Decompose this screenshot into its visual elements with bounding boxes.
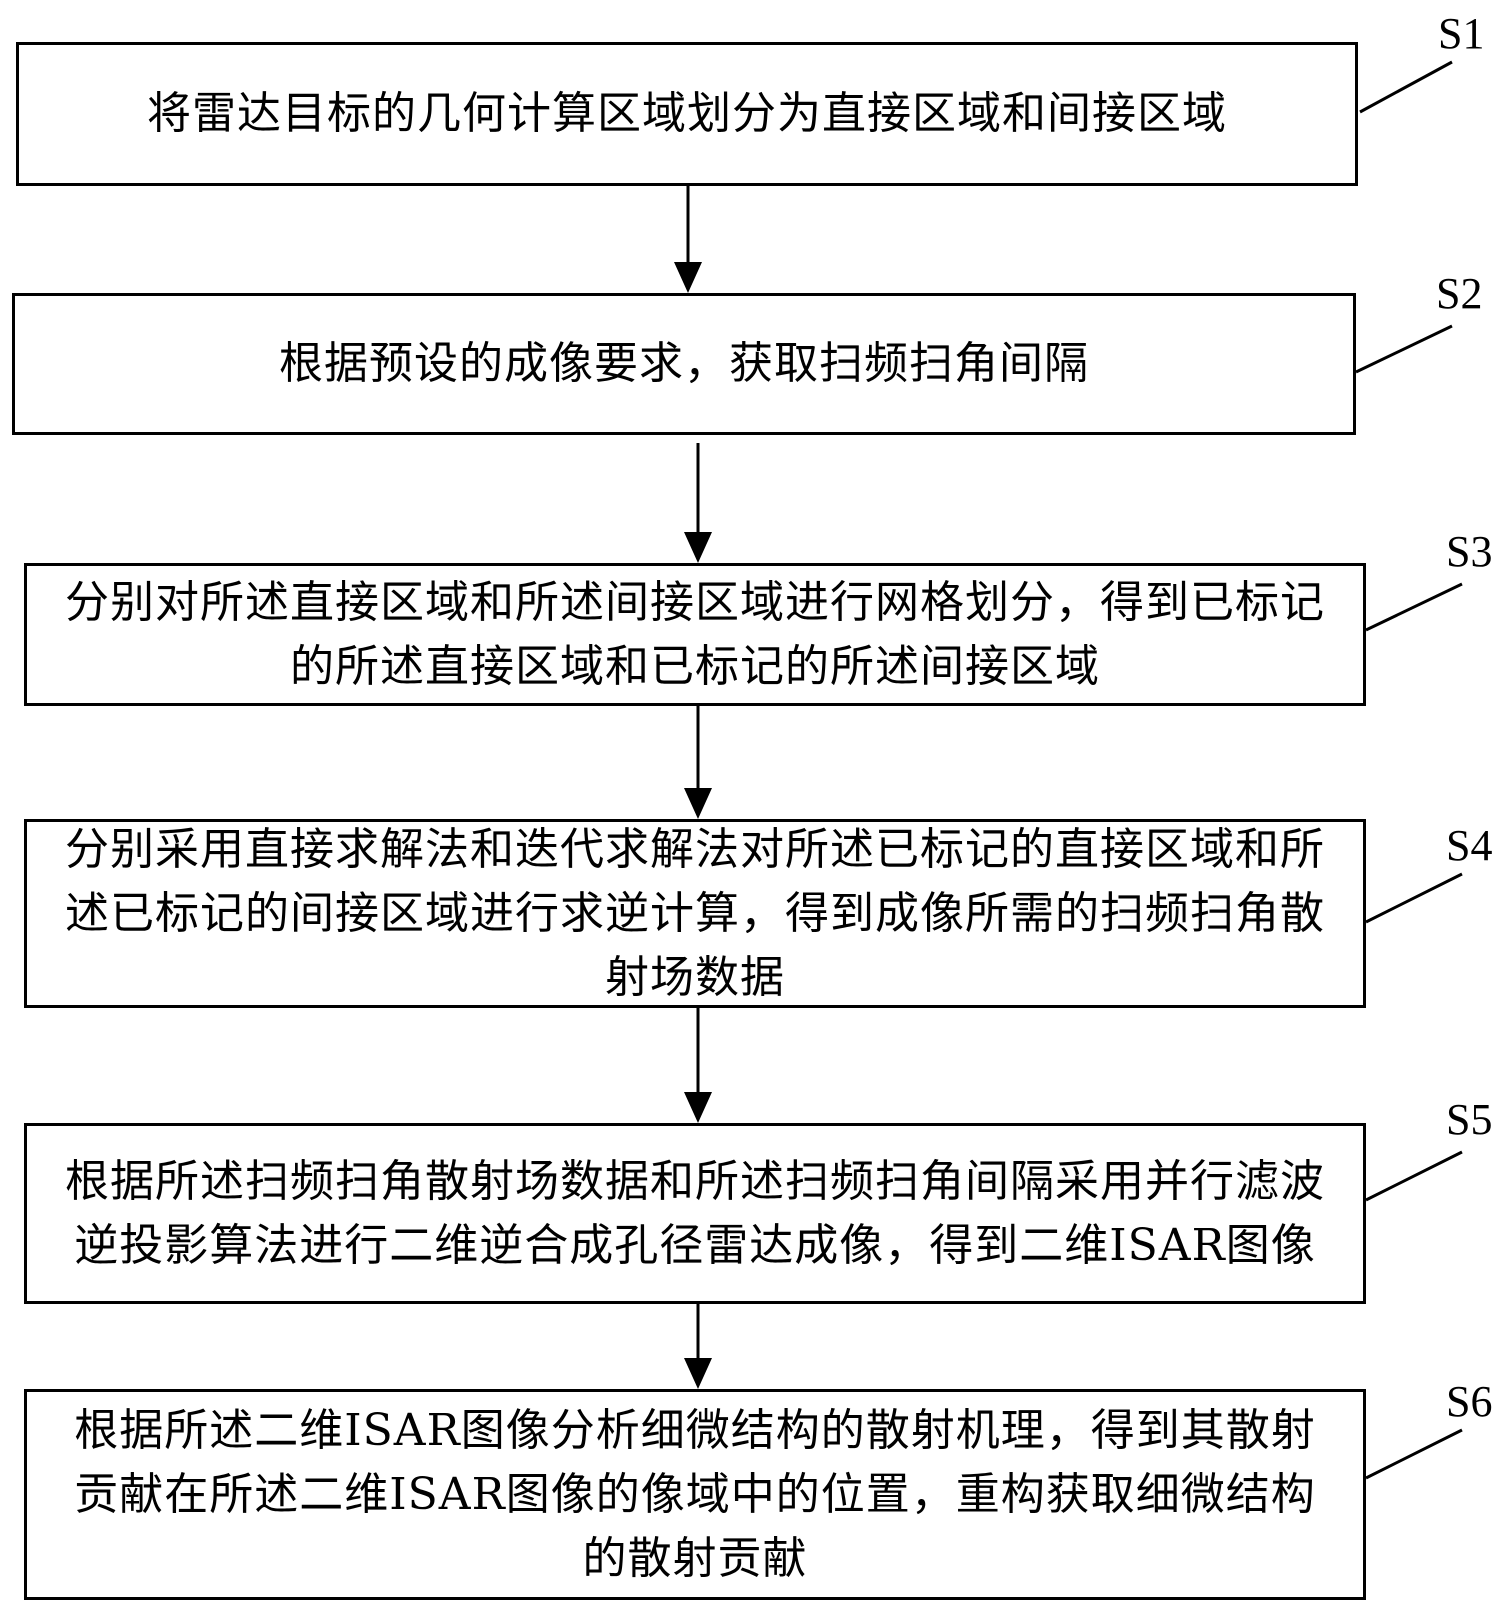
step-label-s1: S1 [1438,9,1485,58]
arrow-s2-s3 [684,443,712,563]
step-box-s6: 根据所述二维ISAR图像分析细微结构的散射机理，得到其散射贡献在所述二维ISAR… [24,1389,1366,1600]
step-box-s3: 分别对所述直接区域和所述间接区域进行网格划分，得到已标记的所述直接区域和已标记的… [24,563,1366,706]
step-label-s4: S4 [1446,821,1493,870]
step-label-s5: S5 [1446,1095,1493,1144]
step-text-s1: 将雷达目标的几何计算区域划分为直接区域和间接区域 [147,88,1227,139]
leader-line-s3 [1365,582,1463,632]
step-box-s1: 将雷达目标的几何计算区域划分为直接区域和间接区域 [16,42,1358,186]
leader-line-s5 [1365,1150,1463,1202]
step-box-s2: 根据预设的成像要求，获取扫频扫角间隔 [12,293,1356,435]
leader-line-s6 [1365,1428,1463,1480]
arrow-s1-s2 [674,186,702,293]
step-label-s2: S2 [1436,269,1483,318]
arrow-s5-s6 [684,1304,712,1389]
leader-line-s1 [1359,60,1453,114]
step-label-s6: S6 [1446,1377,1493,1426]
step-text-s6: 根据所述二维ISAR图像分析细微结构的散射机理，得到其散射贡献在所述二维ISAR… [74,1404,1316,1584]
arrow-s3-s4 [684,706,712,819]
step-text-s2: 根据预设的成像要求，获取扫频扫角间隔 [279,338,1089,389]
step-box-s5: 根据所述扫频扫角散射场数据和所述扫频扫角间隔采用并行滤波逆投影算法进行二维逆合成… [24,1123,1366,1304]
leader-line-s2 [1355,324,1453,374]
arrow-s4-s5 [684,1008,712,1123]
step-text-s3: 分别对所述直接区域和所述间接区域进行网格划分，得到已标记的所述直接区域和已标记的… [65,576,1325,692]
step-text-s5: 根据所述扫频扫角散射场数据和所述扫频扫角间隔采用并行滤波逆投影算法进行二维逆合成… [65,1155,1325,1271]
step-text-s4: 分别采用直接求解法和迭代求解法对所述已标记的直接区域和所述已标记的间接区域进行求… [65,823,1325,1003]
step-box-s4: 分别采用直接求解法和迭代求解法对所述已标记的直接区域和所述已标记的间接区域进行求… [24,819,1366,1008]
leader-line-s4 [1365,872,1463,924]
step-label-s3: S3 [1446,527,1493,576]
